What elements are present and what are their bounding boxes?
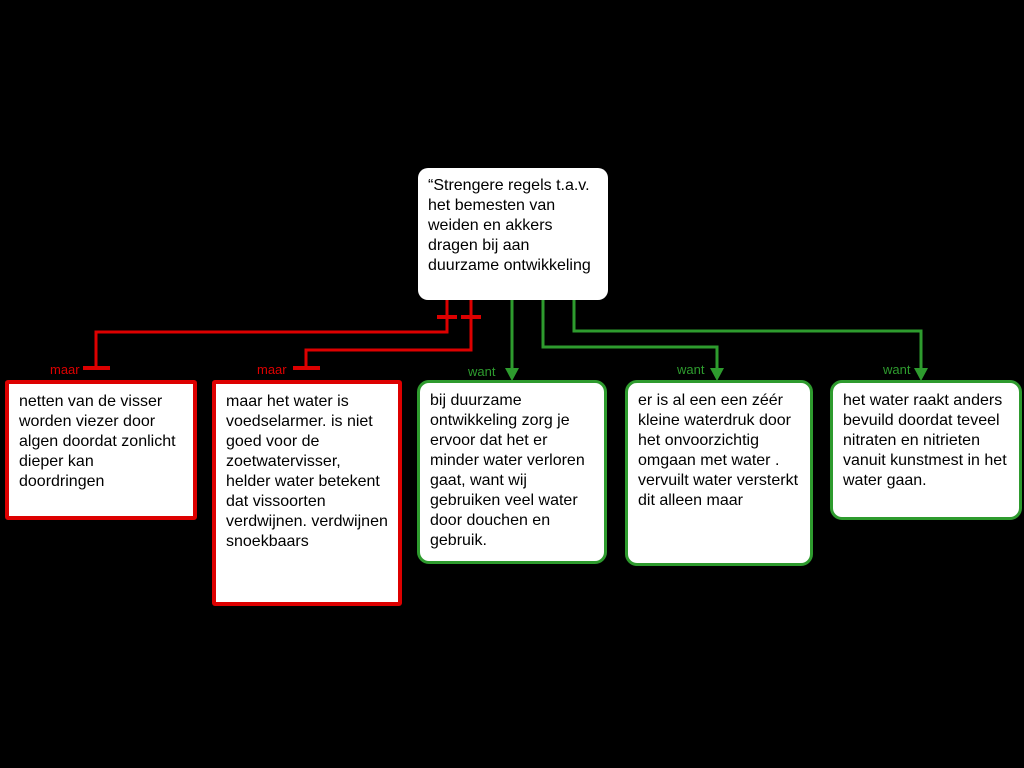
- oppose-node-1[interactable]: netten van de visser worden viezer door …: [5, 380, 197, 520]
- relation-label-maar-1: maar: [50, 362, 80, 377]
- oppose-node-2[interactable]: maar het water is voedselarmer. is niet …: [212, 380, 402, 606]
- connector-oppose-1: [94, 300, 449, 368]
- relation-label-want-1: want: [468, 364, 496, 379]
- root-claim-node[interactable]: “Strengere regels t.a.v. het bemesten va…: [418, 168, 608, 300]
- node-text: bij duurzame ontwikkeling zorg je ervoor…: [430, 392, 585, 549]
- node-text: er is al een een zéér kleine waterdruk d…: [638, 392, 799, 509]
- relation-label-want-2: want: [677, 362, 705, 377]
- root-claim-text: “Strengere regels t.a.v. het bemesten va…: [428, 177, 591, 274]
- support-arrowhead-2: [710, 368, 724, 381]
- support-node-1[interactable]: bij duurzame ontwikkeling zorg je ervoor…: [417, 380, 607, 564]
- connector-support-2: [541, 300, 719, 376]
- connector-support-3: [572, 300, 923, 376]
- node-text: netten van de visser worden viezer door …: [19, 393, 176, 490]
- connector-oppose-2: [304, 300, 473, 368]
- node-text: het water raakt anders bevuild doordat t…: [843, 392, 1007, 489]
- support-arrowhead-3: [914, 368, 928, 381]
- node-text: maar het water is voedselarmer. is niet …: [226, 393, 388, 550]
- relation-label-want-3: want: [883, 362, 911, 377]
- support-node-3[interactable]: het water raakt anders bevuild doordat t…: [830, 380, 1022, 520]
- support-node-2[interactable]: er is al een een zéér kleine waterdruk d…: [625, 380, 813, 566]
- support-arrowhead-1: [505, 368, 519, 381]
- relation-label-maar-2: maar: [257, 362, 287, 377]
